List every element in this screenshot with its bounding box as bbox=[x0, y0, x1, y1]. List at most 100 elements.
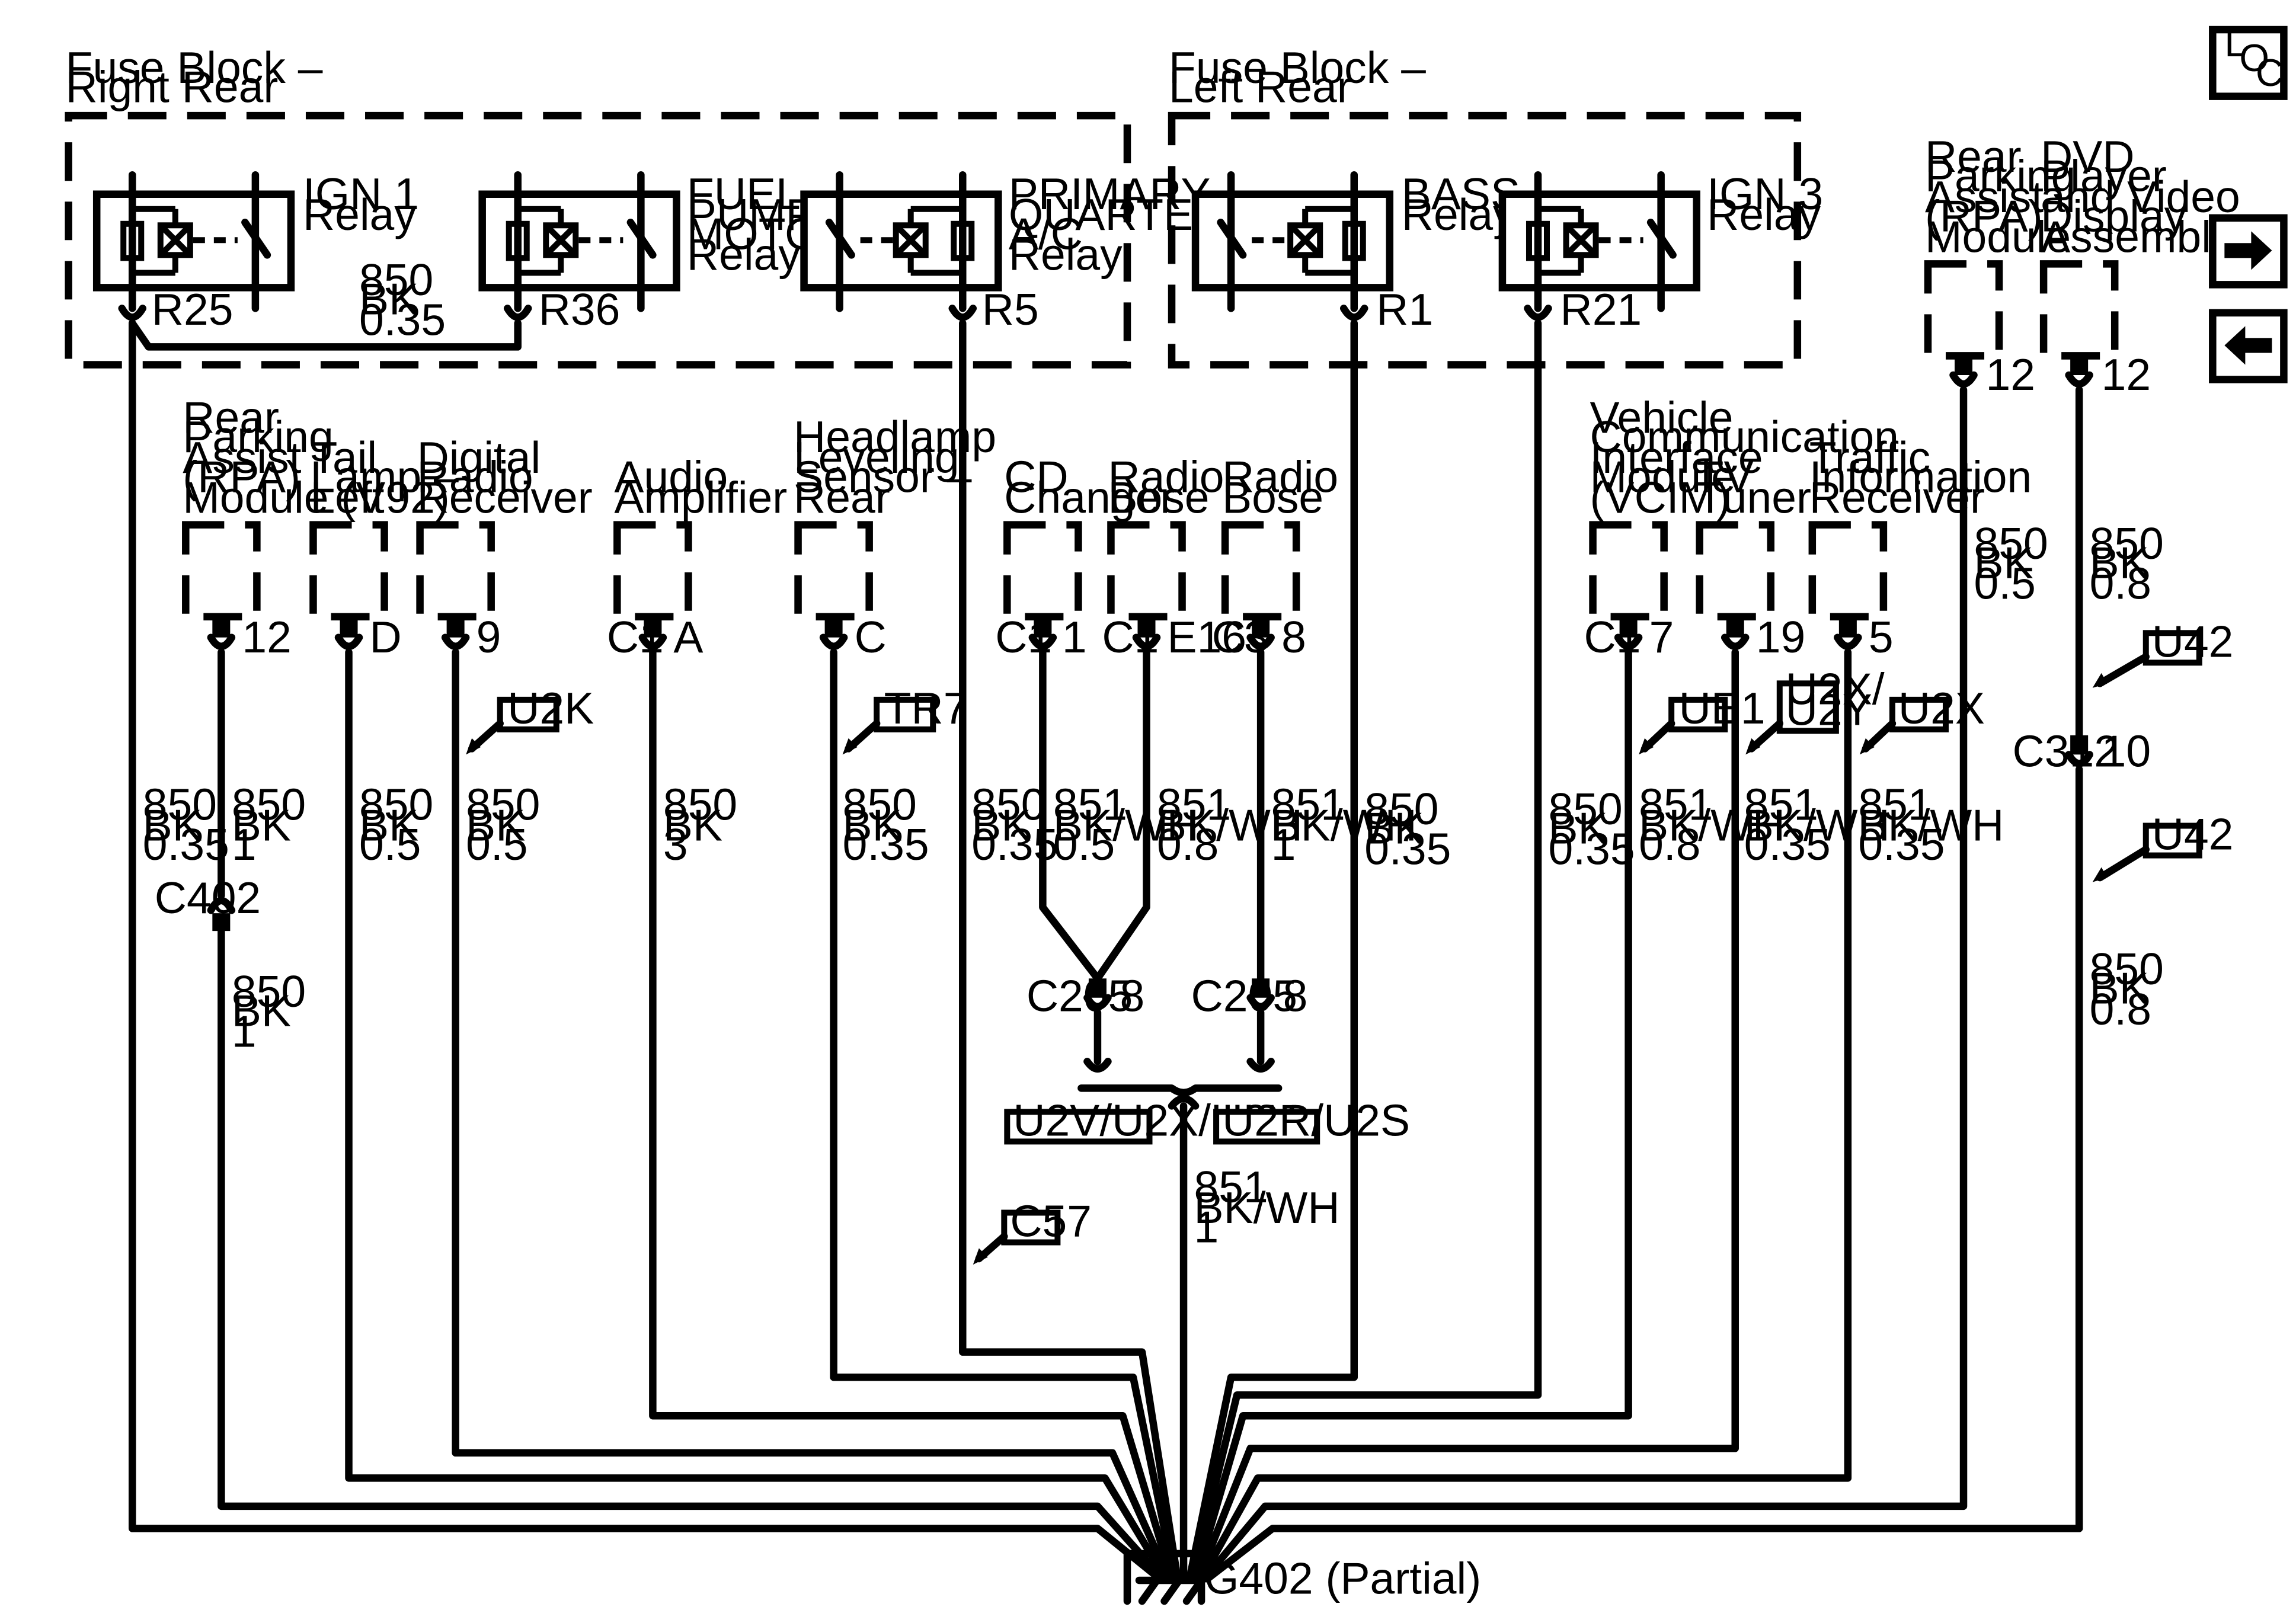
radio-bose-1-pin: E16 bbox=[1168, 612, 1247, 662]
pin-r36: R36 bbox=[539, 284, 621, 334]
fuel-pump-relay: FUEL PUMP MOTOR Relay bbox=[478, 169, 852, 312]
tag-u2x: U2X bbox=[1898, 683, 1985, 733]
pin-r5: R5 bbox=[982, 284, 1039, 334]
wire-label: 851 bbox=[1744, 780, 1818, 830]
wire-label: 3 bbox=[663, 820, 688, 869]
wire-label: BK/WH bbox=[1271, 801, 1417, 850]
fuse-block-right-rear-title: Fuse Block – bbox=[66, 43, 323, 92]
wire-label: 1 bbox=[232, 1006, 257, 1056]
c205-splice bbox=[1039, 648, 1283, 1110]
wire-label: 850 bbox=[2090, 518, 2164, 568]
wire-label: 851 bbox=[1194, 1162, 1268, 1212]
wire-label: 0.35 bbox=[1858, 820, 1945, 869]
wire-label: 850 bbox=[843, 780, 917, 830]
vcim-label-3: Interface bbox=[1590, 433, 1763, 482]
radio-bose-1-label-2: Bose bbox=[1108, 473, 1209, 523]
wire-label: 850 bbox=[2090, 944, 2164, 994]
vcim-label-2: Communication bbox=[1590, 412, 1899, 462]
wire-label: 1 bbox=[1271, 820, 1296, 869]
wire-label: BK bbox=[1974, 538, 2033, 588]
bass-relay: BASS Relay bbox=[1191, 169, 1520, 312]
ground-label: G402 (Partial) bbox=[1204, 1553, 1481, 1603]
tag-tr7: TR7 bbox=[884, 683, 968, 733]
connector-c205-a-pin: 8 bbox=[1120, 971, 1144, 1020]
connector-c205-b-pin: 8 bbox=[1283, 971, 1308, 1020]
wire-label: 0.5 bbox=[1974, 559, 2036, 609]
wire-label: BK bbox=[1548, 804, 1607, 853]
tail-lamp-label-3: Left bbox=[310, 473, 384, 523]
dvd-label-3: and Video bbox=[2041, 172, 2240, 222]
radio-bose-1-label-1: Radio bbox=[1108, 452, 1224, 502]
module-vcim: Vehicle Communication Interface Module (… bbox=[1584, 393, 1899, 662]
bass-relay-label-2: Relay bbox=[1402, 190, 1515, 239]
tag-u2r-u2s: U2R/U2S bbox=[1222, 1095, 1410, 1145]
cd-changer-label-2: Changer bbox=[1004, 473, 1175, 523]
tag-ue1: UE1 bbox=[1679, 683, 1766, 733]
module-audio-amplifier: Audio Amplifier C1 A bbox=[607, 452, 787, 662]
digital-radio-label-1: Digital bbox=[417, 433, 541, 482]
ac-relay-label-4: Relay bbox=[1009, 229, 1123, 279]
ground-wires bbox=[128, 319, 2093, 1583]
traffic-label-3: Receiver bbox=[1809, 473, 1985, 523]
headlamp-label-3: Sensor – bbox=[794, 452, 972, 502]
ign3-relay-label: IGN 3 bbox=[1707, 169, 1823, 219]
rpa-top-label-2: Parking bbox=[1925, 151, 2076, 201]
jumper-wire-r25-r36: 850 BK 0.35 bbox=[128, 255, 522, 351]
tag-u2x-u2y-2: U2Y bbox=[1786, 684, 1872, 734]
vcim-pin: 7 bbox=[1649, 612, 1674, 662]
rpa-v92-label-1: Rear bbox=[183, 393, 279, 443]
wire-label: 851 bbox=[1858, 780, 1932, 830]
loc-icon-l: L bbox=[2224, 21, 2246, 65]
fuse-block-right-rear-title-2: Right Rear bbox=[66, 62, 279, 112]
wire-label: 0.8 bbox=[1157, 820, 1219, 869]
module-tail-lamp: Tail Lamp – Left D bbox=[309, 433, 459, 662]
tail-lamp-label-2: Lamp – bbox=[310, 452, 459, 502]
fuse-block-right-rear: Fuse Block – Right Rear bbox=[65, 43, 1131, 369]
ign3-relay: IGN 3 Relay bbox=[1498, 169, 1823, 312]
module-dvd-player: DVD Player and Video Display Assembly 12 bbox=[2039, 132, 2240, 399]
wire-label: 850 bbox=[143, 780, 217, 830]
ac-relay-label-2: QUARTER bbox=[1009, 190, 1226, 239]
wire-label: BK/WH bbox=[1639, 801, 1785, 850]
tag-u2k: U2K bbox=[507, 683, 594, 733]
wire-label: 1 bbox=[232, 820, 257, 869]
traffic-pin: 5 bbox=[1869, 612, 1894, 662]
vcim-label-1: Vehicle bbox=[1590, 393, 1734, 443]
fuse-block-left-rear-title: Fuse Block – bbox=[1169, 43, 1426, 92]
wire-label: BK bbox=[1364, 804, 1424, 853]
module-traffic-receiver: Traffic Information Receiver 5 bbox=[1808, 433, 2032, 662]
connector-c312: C312 bbox=[2013, 726, 2119, 776]
arrow-right-icon[interactable] bbox=[2209, 214, 2288, 289]
tv-tuner-label-1: TV bbox=[1697, 452, 1754, 502]
arrow-left-icon[interactable] bbox=[2209, 309, 2288, 383]
traffic-label-1: Traffic bbox=[1809, 433, 1930, 482]
rpa-v92-label-5: Module (V92) bbox=[183, 473, 450, 523]
ign1-relay: IGN 1 Relay bbox=[92, 169, 419, 312]
wire-label: BK/WH bbox=[1194, 1183, 1340, 1233]
loc-icon[interactable]: L O C bbox=[2209, 21, 2288, 100]
wire-label: BK bbox=[843, 801, 902, 850]
dvd-label-4: Display bbox=[2041, 191, 2187, 241]
fuel-pump-relay-label-2: PUMP bbox=[687, 190, 816, 239]
radio-bose-1-connector: C1 bbox=[1102, 612, 1159, 662]
wire-label: BK bbox=[232, 985, 291, 1035]
module-rpa-top: Rear Parking Assist (RPA) Module 12 bbox=[1924, 132, 2076, 399]
connector-c402: C402 bbox=[155, 873, 261, 923]
ign1-relay-label-2: Relay bbox=[303, 190, 417, 239]
wire-label: 851 bbox=[1271, 780, 1345, 830]
module-tv-tuner: TV Tuner 19 bbox=[1696, 452, 1811, 662]
option-tags: U2K TR7 UE1 U2X/ U2Y U2X U42 U42 bbox=[466, 616, 2233, 1265]
rpa-top-label-1: Rear bbox=[1925, 132, 2022, 181]
radio-bose-2-pin: 8 bbox=[1281, 612, 1306, 662]
wire-label: 1 bbox=[1194, 1202, 1219, 1252]
fuse-block-left-rear: Fuse Block – Left Rear bbox=[1168, 43, 1802, 369]
radio-bose-2-label-2: Bose bbox=[1222, 473, 1323, 523]
vcim-label-5: (VCIM) bbox=[1590, 473, 1731, 523]
tag-u42-a: U42 bbox=[2152, 616, 2234, 666]
ign3-relay-label-2: Relay bbox=[1707, 190, 1821, 239]
audio-amp-label-1: Audio bbox=[614, 452, 728, 502]
ac-relay-label-3: A/C bbox=[1009, 209, 1083, 258]
loc-icon-c: C bbox=[2256, 51, 2284, 94]
dvd-label-1: DVD bbox=[2041, 132, 2134, 181]
tag-u42-b: U42 bbox=[2152, 809, 2234, 859]
